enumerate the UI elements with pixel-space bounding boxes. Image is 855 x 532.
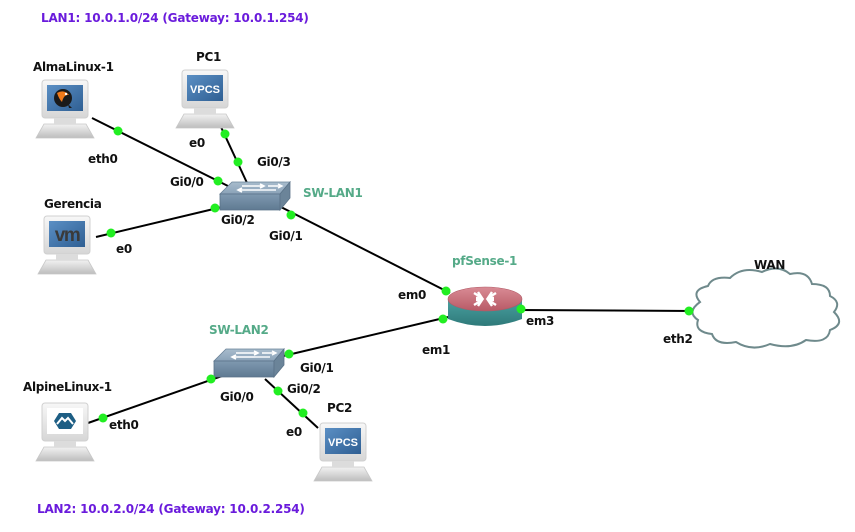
port-label-pc1-e0: e0 (189, 136, 205, 150)
link-gerencia-sw1[interactable] (95, 206, 223, 238)
port-label-sw2-gi02: Gi0/2 (287, 382, 321, 396)
node-pc1[interactable]: VPCS (175, 69, 235, 129)
port-label-alma-eth0: eth0 (88, 152, 118, 166)
node-label-alpinelinux-1: AlpineLinux-1 (23, 380, 112, 394)
port-dot-sw1-gi00 (213, 176, 223, 186)
link-sw2-pfsense[interactable] (278, 316, 449, 358)
node-wan[interactable] (691, 267, 841, 349)
node-alpinelinux-1[interactable] (35, 402, 95, 462)
port-dot-gerencia-e0 (106, 228, 116, 238)
port-dot-pc1-e0 (220, 129, 230, 139)
lan2-note: LAN2: 10.0.2.0/24 (Gateway: 10.0.2.254) (37, 502, 305, 516)
port-label-wan-eth2: eth2 (663, 332, 693, 346)
port-dot-sw1-gi03 (233, 157, 243, 167)
port-dot-sw1-gi01 (286, 210, 296, 220)
router-icon (447, 286, 523, 326)
node-label-sw-lan1: SW-LAN1 (303, 186, 363, 200)
port-dot-sw2-gi00 (206, 374, 216, 384)
port-dot-sw2-gi02 (273, 386, 283, 396)
link-pc2-sw2[interactable] (264, 378, 319, 429)
port-dot-alpine-eth0 (98, 413, 108, 423)
vpcs-icon: VPCS (328, 437, 358, 449)
link-sw1-pfsense[interactable] (276, 204, 451, 294)
port-label-pf-em0: em0 (398, 288, 427, 302)
node-label-wan: WAN (754, 258, 786, 272)
link-pfsense-wan[interactable] (517, 309, 694, 312)
node-label-pc1: PC1 (196, 50, 222, 64)
node-pc2[interactable]: VPCS (313, 422, 373, 482)
port-label-pc2-e0: e0 (286, 425, 302, 439)
port-dot-pf-em1 (438, 314, 448, 324)
almalinux-vm-icon (54, 89, 72, 108)
port-label-alpine-eth0: eth0 (109, 418, 139, 432)
node-gerencia[interactable]: vm (37, 215, 97, 275)
port-dot-wan-eth2 (684, 306, 694, 316)
node-label-gerencia: Gerencia (44, 197, 102, 211)
port-dot-alma-eth0 (113, 126, 123, 136)
port-label-sw1-gi03: Gi0/3 (257, 155, 291, 169)
cloud-icon (691, 267, 841, 349)
port-label-pf-em3: em3 (526, 314, 555, 328)
port-label-sw1-gi02: Gi0/2 (221, 213, 255, 227)
switch-icon (219, 180, 291, 212)
port-label-gerencia-e0: e0 (116, 242, 132, 256)
alpine-vm-icon (54, 413, 76, 429)
node-label-almalinux-1: AlmaLinux-1 (33, 60, 114, 74)
port-label-sw1-gi01: Gi0/1 (269, 229, 303, 243)
port-dot-sw2-gi01 (284, 349, 294, 359)
port-dots (98, 126, 694, 423)
vmware-vm-icon: vm (55, 225, 80, 246)
port-dot-pf-em0 (441, 286, 451, 296)
port-label-sw2-gi01: Gi0/1 (300, 361, 334, 375)
node-almalinux-1[interactable] (35, 79, 95, 139)
links (87, 117, 694, 429)
link-alpine-sw2[interactable] (87, 375, 223, 424)
switch-icon (213, 347, 285, 379)
port-label-sw1-gi00: Gi0/0 (170, 175, 204, 189)
lan1-note: LAN1: 10.0.1.0/24 (Gateway: 10.0.1.254) (41, 11, 309, 25)
node-label-pfsense-1: pfSense-1 (452, 254, 518, 268)
node-label-sw-lan2: SW-LAN2 (209, 323, 269, 337)
port-dot-pc2-e0 (298, 408, 308, 418)
port-label-sw2-gi00: Gi0/0 (220, 390, 254, 404)
node-sw-lan2[interactable] (213, 347, 285, 379)
node-label-pc2: PC2 (327, 401, 353, 415)
node-sw-lan1[interactable] (219, 180, 291, 212)
port-label-pf-em1: em1 (422, 343, 451, 357)
port-dot-pf-em3 (516, 304, 526, 314)
port-dot-sw1-gi02 (210, 203, 220, 213)
node-pfsense-1[interactable] (447, 286, 523, 326)
vpcs-icon: VPCS (190, 84, 220, 96)
